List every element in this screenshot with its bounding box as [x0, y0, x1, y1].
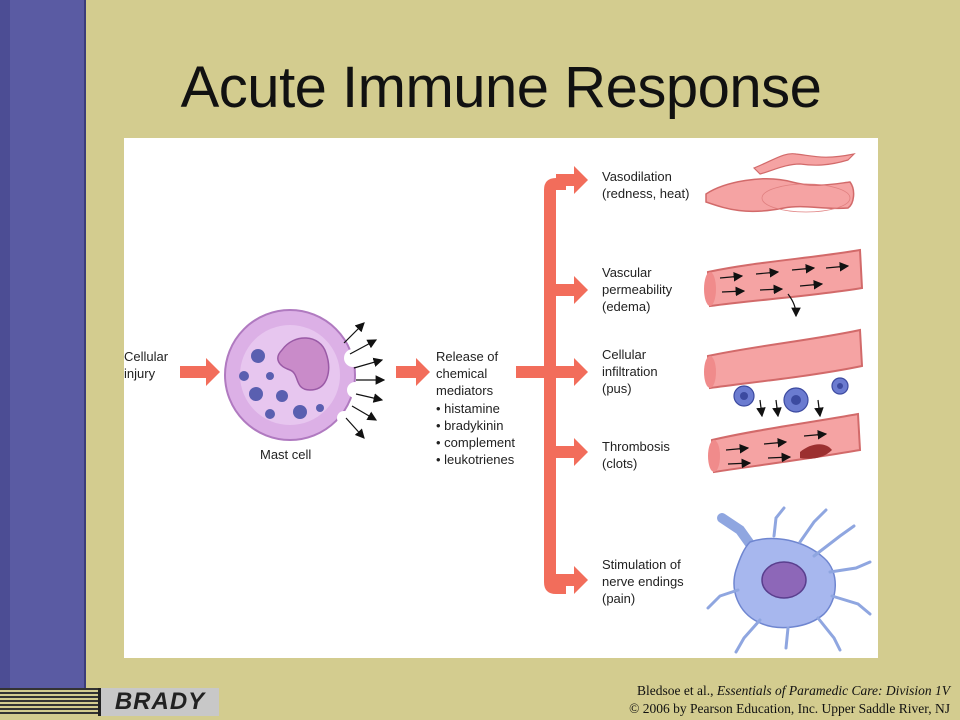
left-accent-bar [0, 0, 86, 690]
mediator-item: • leukotrienes [436, 452, 515, 467]
vascular-permeability-icon [704, 248, 864, 318]
credit-book: Essentials of Paramedic Care: Division 1… [716, 683, 950, 698]
thrombosis-icon [708, 412, 862, 474]
credit-author: Bledsoe et al., [637, 683, 717, 698]
diagram-svg [180, 153, 872, 654]
left-accent-edge [0, 0, 10, 690]
mediator-release-arrows [343, 322, 386, 439]
mediator-item: • complement [436, 435, 515, 450]
credit-line: Bledsoe et al., Essentials of Paramedic … [637, 683, 950, 699]
cell-to-release-arrow [396, 358, 430, 386]
cellular-infiltration-icon [704, 328, 864, 418]
mast-cell-label: Mast cell [260, 447, 312, 462]
injury-arrow [180, 358, 220, 386]
effect-permeability-label: Vascular permeability (edema) [602, 265, 673, 314]
vasodilation-icon [705, 153, 856, 213]
mediator-item: • bradykinin [436, 418, 504, 433]
brady-logo: BRADY [98, 688, 219, 716]
effect-vasodilation-label: Vasodilation (redness, heat) [602, 169, 690, 201]
effect-nerve-label: Stimulation of nerve endings (pain) [602, 557, 684, 606]
effect-thrombosis-label: Thrombosis (clots) [602, 439, 670, 471]
release-label: Release of chemical mediators [436, 349, 499, 398]
branch-arrows [516, 166, 588, 594]
mediator-item: • histamine [436, 401, 500, 416]
effect-infiltration-label: Cellular infiltration (pus) [602, 347, 658, 396]
nerve-ending-icon [706, 506, 872, 654]
slide-title: Acute Immune Response [180, 55, 822, 120]
copyright-line: © 2006 by Pearson Education, Inc. Upper … [629, 701, 950, 716]
cellular-injury-label: Cellular injury [124, 349, 169, 381]
diagram-panel: Cellular injury Mast cell Release of che… [124, 138, 878, 658]
mast-cell-icon [224, 309, 363, 441]
